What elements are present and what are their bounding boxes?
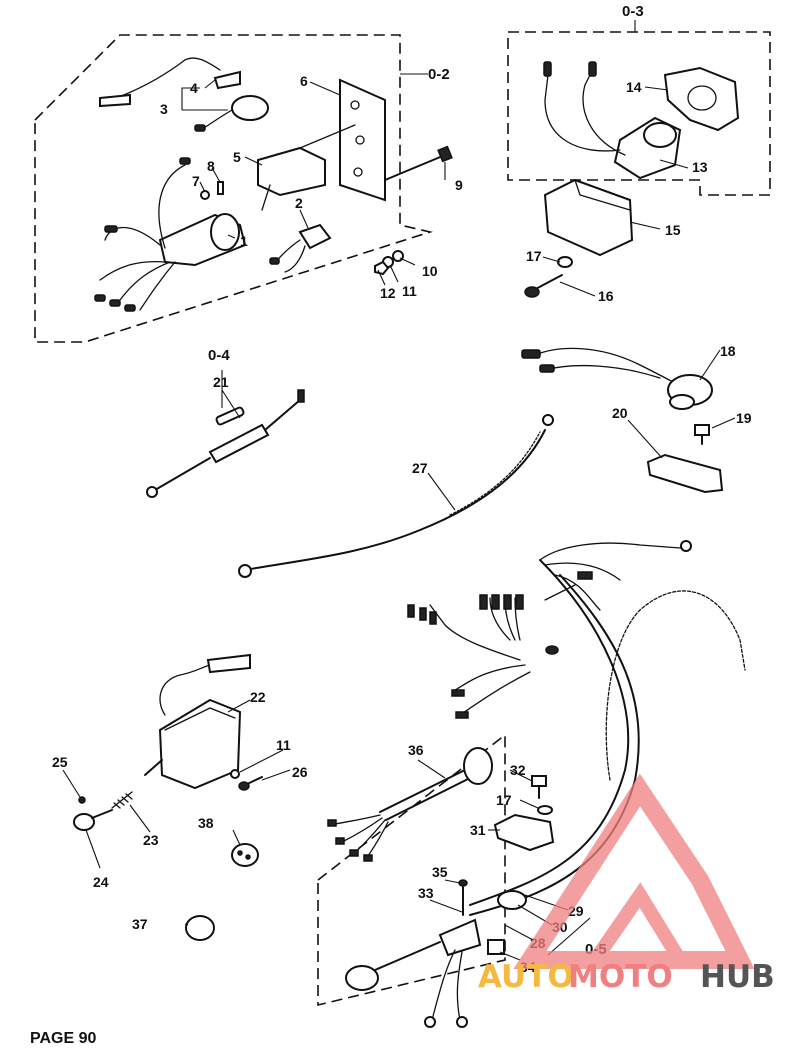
page-number: PAGE 90: [30, 1030, 97, 1047]
screw-9: [384, 145, 453, 181]
nut-7: [200, 190, 210, 200]
switch-clamp: [646, 453, 724, 494]
nut-washer-set: [374, 250, 404, 276]
watermark-auto: AUTO: [478, 959, 574, 995]
callout-25: 25: [52, 754, 68, 770]
callout-22: 22: [250, 689, 266, 705]
switch-cover: [543, 178, 634, 257]
leader-lines: [62, 79, 736, 961]
watermark-logo-triangle: [513, 773, 755, 969]
callout-16: 16: [598, 288, 614, 304]
washer-11b: [230, 769, 240, 779]
callout-8: 8: [207, 158, 215, 174]
callout-21: 21: [213, 374, 229, 390]
callout-17b: 17: [496, 792, 512, 808]
clamp-31: [493, 813, 555, 852]
bolt-32: [531, 775, 547, 799]
group-label-o4: 0-4: [208, 347, 230, 364]
callout-11b: 11: [276, 737, 291, 753]
screw-16: [524, 274, 563, 298]
ignition-switch: [94, 157, 247, 312]
callout-9: 9: [455, 177, 463, 193]
group-label-o2: 0-2: [428, 66, 450, 83]
callout-18: 18: [720, 343, 736, 359]
callouts: 1 2 3 4 5 6 7 8 9 10 11 12 13 14 15 16 1…: [52, 73, 752, 975]
connector-sleeve: [99, 57, 269, 132]
group-o2-outline: [34, 34, 434, 343]
callout-17: 17: [526, 248, 542, 264]
starter-switch: [543, 61, 682, 180]
screw-26: [238, 776, 263, 791]
callout-7: 7: [192, 173, 200, 189]
washer-17: [557, 256, 573, 268]
callout-38: 38: [198, 815, 214, 831]
mounting-plate: [339, 78, 386, 202]
clip-25: [78, 796, 86, 804]
callout-32: 32: [510, 762, 526, 778]
callout-36: 36: [408, 742, 424, 758]
bolt-19: [694, 424, 710, 445]
callout-33: 33: [418, 885, 434, 901]
group-o5-outline: [317, 733, 506, 1007]
push-switch: [269, 223, 332, 273]
callout-4: 4: [190, 80, 198, 96]
callout-19: 19: [736, 410, 752, 426]
callout-35: 35: [432, 864, 448, 880]
callout-5: 5: [233, 149, 241, 165]
watermark-hub: HUB: [700, 959, 775, 995]
callout-2: 2: [295, 195, 303, 211]
callout-31: 31: [470, 822, 486, 838]
callout-24: 24: [93, 874, 109, 890]
cap-37: [185, 915, 215, 941]
callout-13: 13: [692, 159, 708, 175]
choke-solenoid: [144, 653, 251, 790]
callout-3: 3: [160, 101, 168, 117]
stop-switch: [521, 347, 713, 410]
callout-12: 12: [380, 285, 396, 301]
callout-37: 37: [132, 916, 148, 932]
callout-6: 6: [300, 73, 308, 89]
callout-14: 14: [626, 79, 642, 95]
callout-15: 15: [665, 222, 681, 238]
callout-1: 1: [240, 233, 248, 249]
group-label-o3: 0-3: [622, 3, 644, 20]
callout-10: 10: [422, 263, 438, 279]
pin-8: [217, 181, 224, 195]
callout-27: 27: [412, 460, 428, 476]
wiring-harness: [407, 540, 746, 916]
washer-17b: [537, 805, 553, 815]
switch-bracket: [257, 124, 356, 211]
callout-20: 20: [612, 405, 628, 421]
connector-38: [231, 843, 259, 867]
battery-cable: [238, 414, 554, 578]
group-o3-outline: [507, 31, 771, 196]
watermark-moto: MOTO: [568, 959, 673, 995]
fuse-holder: [146, 389, 305, 498]
automotohub-watermark: AUTO MOTO HUB: [478, 773, 775, 995]
plunger-24: [73, 809, 113, 831]
switch-boot: [663, 66, 740, 132]
callout-11: 11: [402, 283, 417, 299]
harness-lower: [345, 879, 527, 1028]
extension-harness: [327, 747, 493, 862]
spring-23: [111, 791, 133, 809]
callout-26: 26: [292, 764, 308, 780]
callout-23: 23: [143, 832, 159, 848]
